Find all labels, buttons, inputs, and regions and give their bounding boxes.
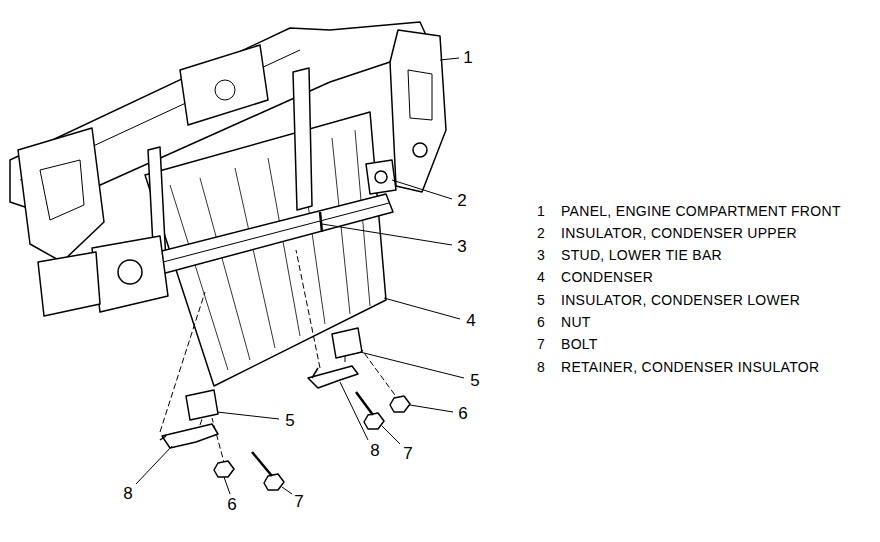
part-name: PANEL, ENGINE COMPARTMENT FRONT xyxy=(560,204,842,219)
tie-bar-end xyxy=(92,236,168,312)
part-name: INSULATOR, CONDENSER UPPER xyxy=(560,226,798,241)
lower-insulator xyxy=(186,390,218,420)
key-number: 6 xyxy=(536,315,546,330)
leader-lines xyxy=(136,58,464,494)
callout-number: 6 xyxy=(226,496,237,515)
callout-number: 8 xyxy=(369,442,380,461)
upper-insulator xyxy=(366,160,396,194)
bolt xyxy=(364,413,384,429)
callout-number: 6 xyxy=(457,405,468,424)
key-number: 7 xyxy=(536,337,546,352)
part-name: BOLT xyxy=(560,337,599,352)
callout-number: 7 xyxy=(293,493,304,512)
bolt xyxy=(264,474,284,490)
callout-number: 1 xyxy=(462,49,473,68)
callout-number: 4 xyxy=(465,312,476,331)
nut xyxy=(390,396,410,412)
center-post xyxy=(293,68,312,210)
retainer xyxy=(162,424,218,448)
callout-number: 2 xyxy=(456,192,467,211)
nut xyxy=(214,461,234,477)
callout-number: 5 xyxy=(284,412,295,431)
key-number: 3 xyxy=(536,248,546,263)
callout-number: 8 xyxy=(122,485,133,504)
part-name: RETAINER, CONDENSER INSULATOR xyxy=(560,360,820,375)
panel-plate xyxy=(180,45,268,125)
retainer xyxy=(308,366,358,388)
callout-number: 7 xyxy=(402,445,413,464)
part-name: INSULATOR, CONDENSER LOWER xyxy=(560,293,801,308)
stud xyxy=(320,212,322,232)
alignment-lines xyxy=(160,250,400,466)
callout-number: 3 xyxy=(456,238,467,257)
part-name: CONDENSER xyxy=(560,270,654,285)
key-number: 8 xyxy=(536,360,546,375)
callout-number: 5 xyxy=(469,372,480,391)
front-panel xyxy=(390,30,446,192)
key-number: 2 xyxy=(536,226,546,241)
key-number: 1 xyxy=(536,204,546,219)
lamp-block xyxy=(38,252,100,316)
key-number: 4 xyxy=(536,270,546,285)
left-panel xyxy=(18,128,104,262)
lower-insulator xyxy=(332,328,362,358)
part-name: NUT xyxy=(560,315,592,330)
part-name: STUD, LOWER TIE BAR xyxy=(560,248,723,263)
key-number: 5 xyxy=(536,293,546,308)
